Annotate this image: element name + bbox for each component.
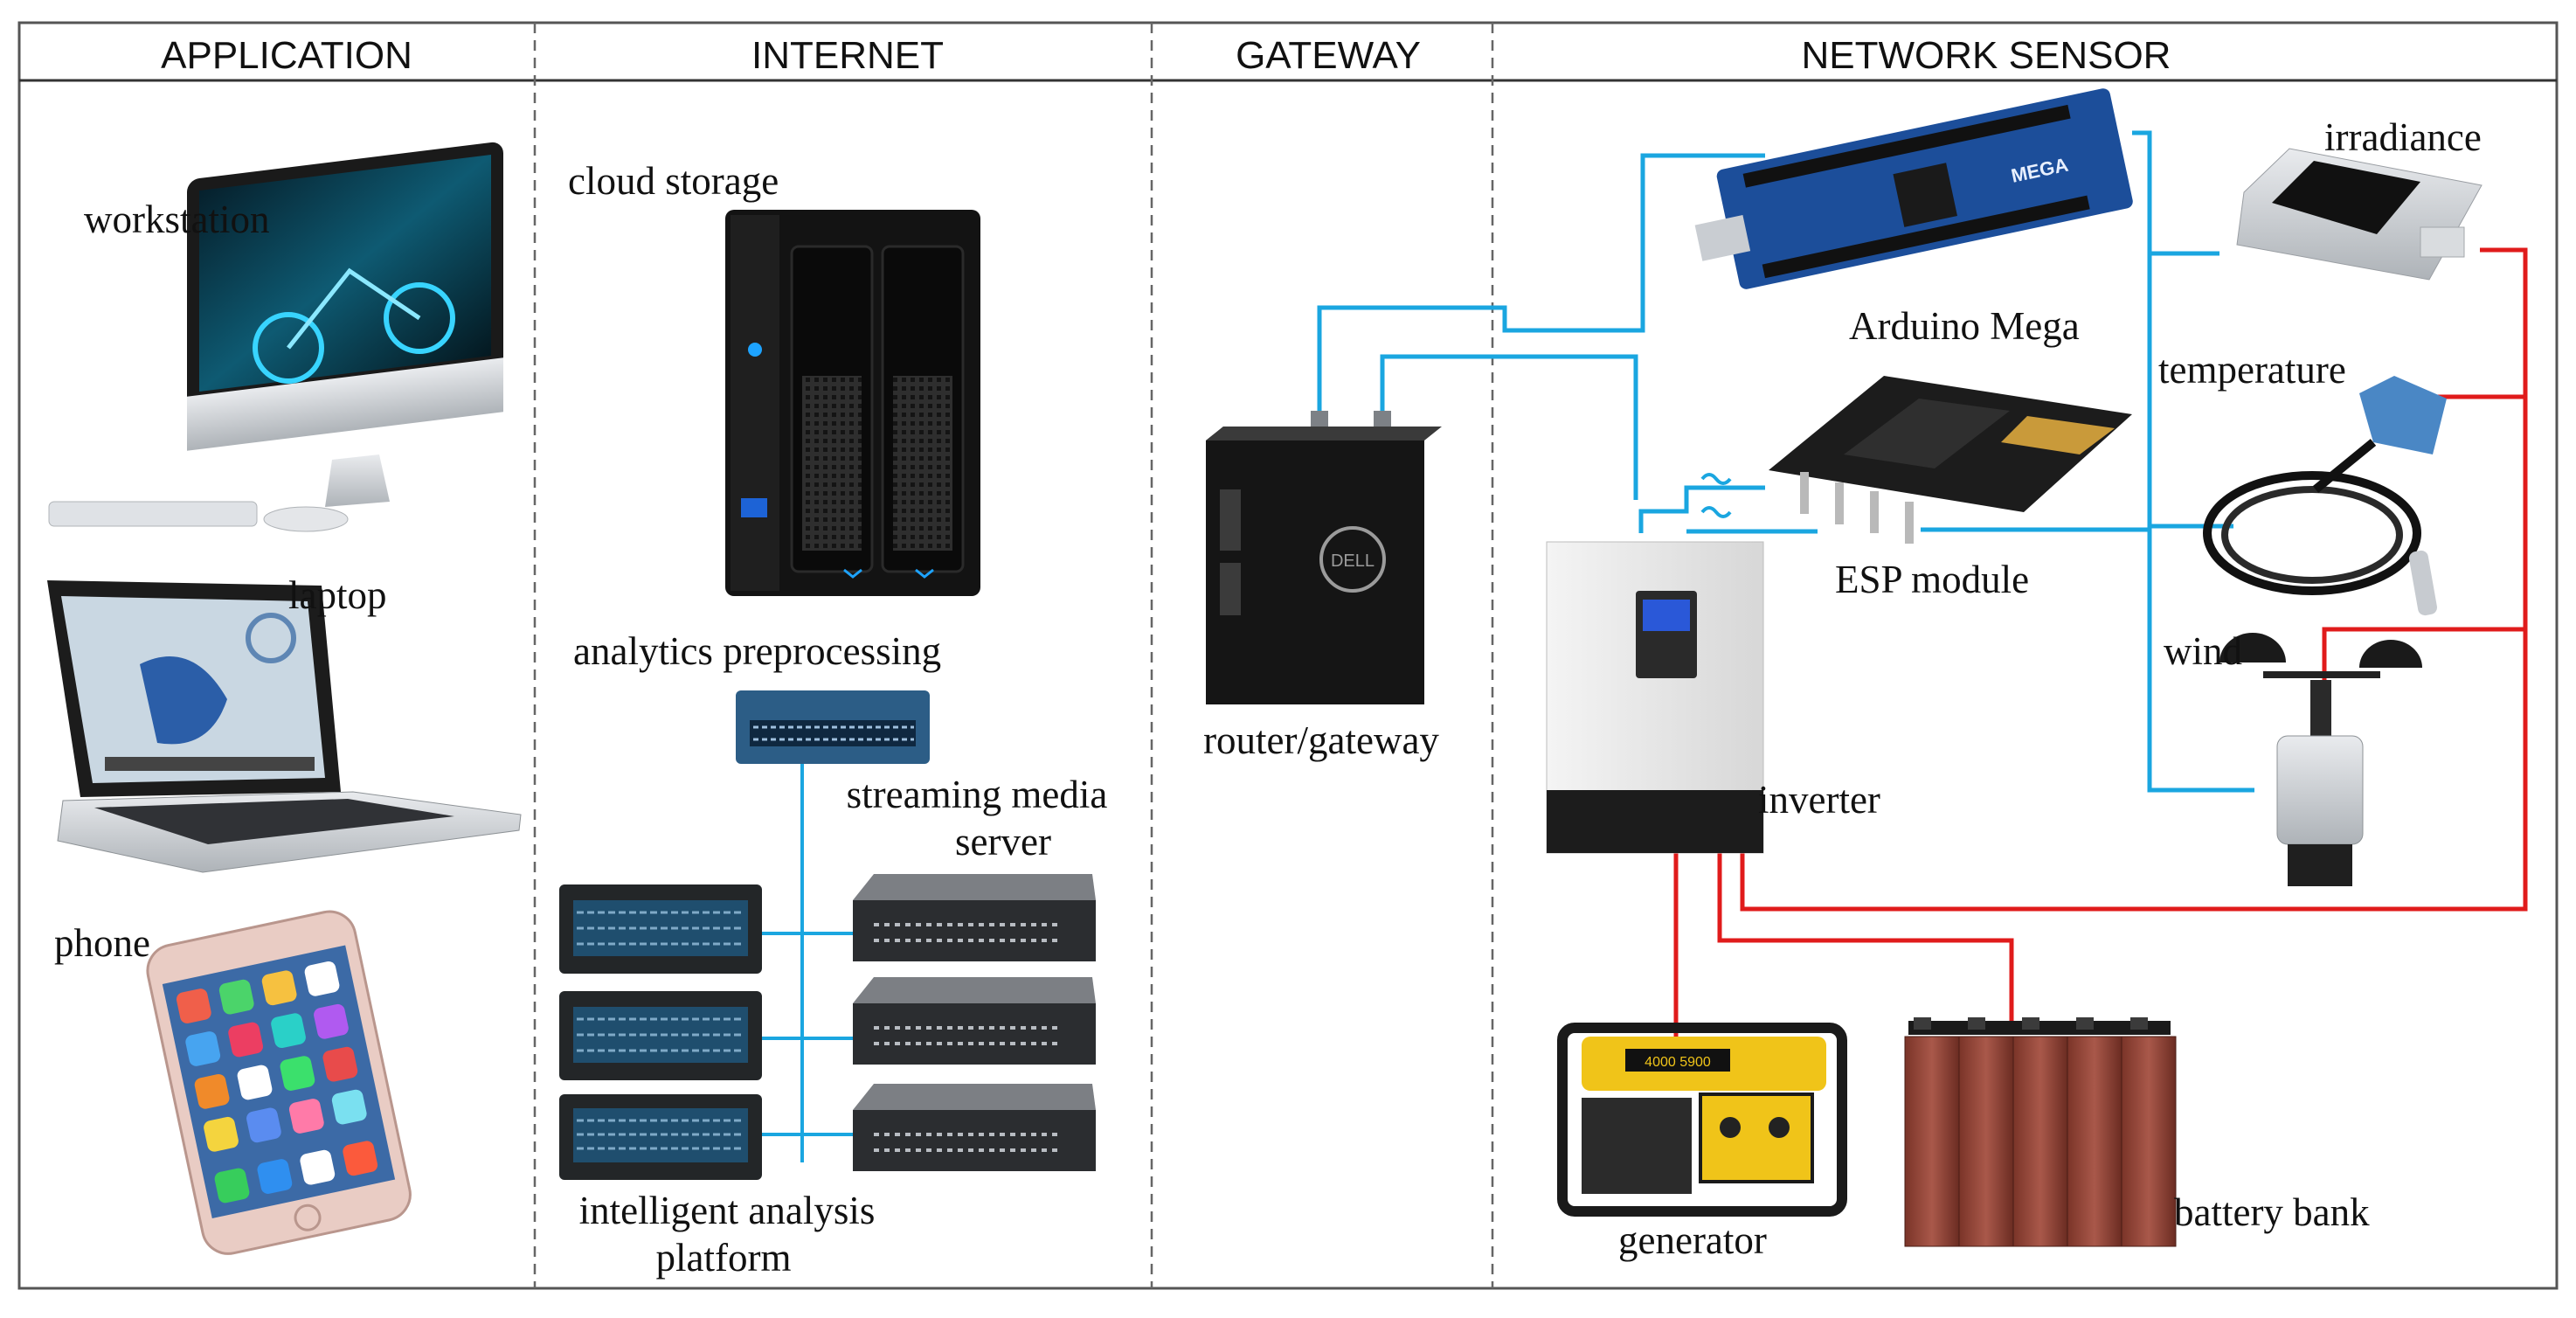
temperature-cable (2203, 471, 2421, 595)
router-body (1206, 440, 1424, 704)
workstation-keyboard (48, 501, 258, 527)
battery-bank-device (1904, 1017, 2177, 1247)
router-gateway-device: DELL (1206, 411, 1442, 704)
generator-panel (1699, 1093, 1814, 1183)
media-server-1 (853, 874, 1096, 961)
irradiance-sensor-device (2236, 148, 2483, 281)
rack-server-3 (559, 1094, 762, 1180)
power-link-inverter-sensors (1740, 247, 2528, 912)
workstation-chin (187, 357, 503, 451)
arduino-chip (1893, 163, 1957, 227)
laptop-device (47, 580, 522, 873)
arduino-mega-device: MEGA (1694, 88, 2133, 289)
intelligent-analysis-servers (559, 884, 762, 1180)
wind-sensor-device (2219, 633, 2422, 886)
wireless-symbol-1 (1700, 473, 1732, 485)
label-laptop: laptop (288, 573, 386, 617)
workstation-mouse (263, 506, 349, 532)
temperature-probe (2409, 550, 2437, 616)
inverter-display (1643, 600, 1690, 631)
laptop-keyboard (94, 799, 454, 844)
esp-pins (1800, 472, 1914, 544)
column-header-gateway: GATEWAY (1236, 34, 1421, 77)
media-server-2 (853, 977, 1096, 1065)
wireless-symbols (1700, 473, 1732, 518)
generator-brand-text: 4000 5900 (1645, 1055, 1711, 1070)
cloud-storage-device (725, 210, 980, 596)
inverter-device (1546, 541, 1764, 854)
power-link-inverter-battery (1717, 846, 2014, 1023)
data-link-inverter-esp (1638, 485, 1765, 533)
workstation-stand (325, 454, 390, 507)
rack-server-2 (559, 991, 762, 1080)
label-battery-bank: battery bank (2174, 1190, 2370, 1234)
data-link-sensor-bus (2147, 253, 2254, 793)
arduino-usb-port (1694, 214, 1751, 261)
label-workstation: workstation (84, 198, 269, 241)
label-irradiance: irradiance (2324, 115, 2482, 159)
label-inverter: inverter (1758, 778, 1880, 822)
esp-module-device (1769, 376, 2132, 544)
column-header-internet: INTERNET (751, 34, 944, 77)
generator-engine (1582, 1098, 1692, 1194)
phone-device (146, 910, 412, 1255)
diagram-frame: APPLICATION INTERNET GATEWAY NETWORK SEN… (17, 21, 2559, 1290)
power-link-wind (2322, 627, 2525, 687)
column-header-network-sensor: NETWORK SENSOR (1802, 34, 2171, 77)
generator-device: 4000 5900 (1557, 1023, 1847, 1217)
data-links (758, 130, 2254, 1162)
phone-app-icons (176, 961, 378, 1204)
router-top (1206, 427, 1442, 440)
data-link-arduino-sensors (2132, 130, 2219, 256)
router-brand-text: DELL (1331, 551, 1375, 571)
power-links (1673, 247, 2528, 1040)
inverter-base (1547, 790, 1763, 853)
generator-frame (1557, 1023, 1847, 1217)
label-router-gateway: router/gateway (1203, 718, 1439, 762)
data-link-router-arduino (1317, 153, 1765, 427)
wind-shaft (2310, 680, 2331, 736)
label-streaming-media-server-2: server (955, 820, 1051, 864)
phone-home-button (294, 1204, 322, 1231)
analytics-switch-device (736, 690, 930, 764)
label-phone: phone (54, 921, 150, 965)
label-streaming-media-server-1: streaming media (847, 773, 1108, 816)
column-header-application: APPLICATION (161, 34, 412, 77)
label-wind: wind (2164, 629, 2242, 673)
label-intelligent-analysis-platform-2: platform (656, 1236, 792, 1280)
temperature-sensor-device (2203, 376, 2447, 616)
router-logo (1319, 526, 1386, 593)
wind-cup-left (2219, 633, 2286, 662)
label-generator: generator (1618, 1218, 1767, 1262)
label-analytics-preprocessing: analytics preprocessing (573, 629, 941, 673)
battery-cells (1904, 1036, 2177, 1247)
streaming-media-servers (853, 874, 1096, 1171)
irradiance-cell (2272, 161, 2420, 234)
wind-base (2288, 844, 2352, 886)
label-esp-module: ESP module (1835, 558, 2029, 601)
label-cloud-storage: cloud storage (568, 159, 779, 203)
workstation-device (48, 142, 503, 532)
label-temperature: temperature (2158, 348, 2346, 392)
wireless-symbol-2 (1700, 506, 1732, 518)
media-server-3 (853, 1084, 1096, 1171)
label-intelligent-analysis-platform-1: intelligent analysis (579, 1189, 876, 1232)
temperature-housing (2359, 376, 2447, 454)
rack-server-1 (559, 884, 762, 974)
wind-body (2276, 735, 2364, 845)
label-arduino-mega: Arduino Mega (1849, 304, 2080, 348)
data-link-router-esp-a (1380, 354, 1638, 500)
wind-cup-right (2359, 640, 2422, 668)
outer-border (17, 21, 2559, 1290)
